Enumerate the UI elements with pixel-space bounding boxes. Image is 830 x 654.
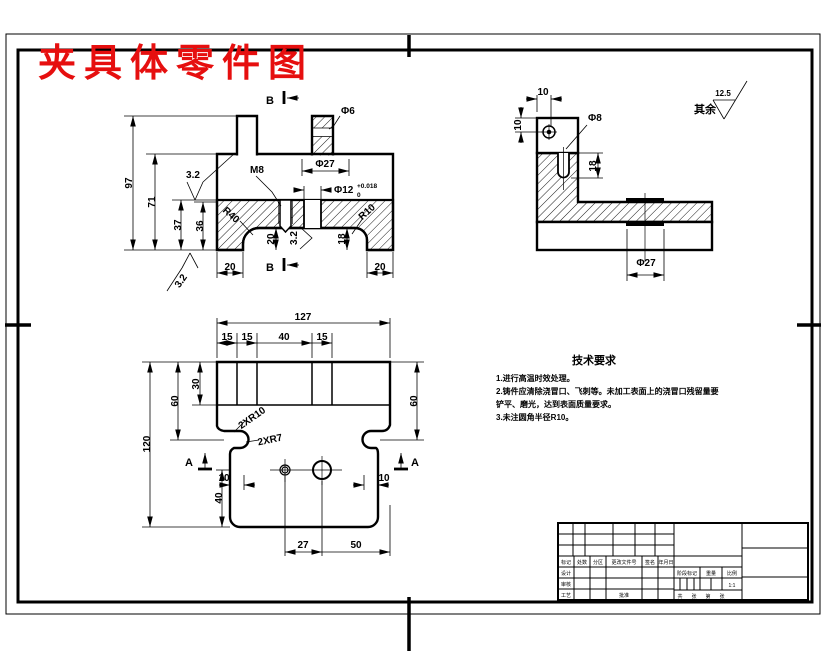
tb-row-design: 设计 [561,570,571,577]
roughness-bottom: 3.2 [166,252,199,292]
dim-10-left-side: 10 [513,119,524,131]
label-m8: M8 [250,165,264,176]
tb-header-zone: 分区 [593,559,603,566]
dim-phi27-side: Φ27 [636,258,656,269]
front-dims-left: 97 71 37 36 [124,115,237,251]
dim-97: 97 [124,177,135,189]
front-right-stud [310,114,335,156]
dim-phi12-tol-dn: 0 [357,192,361,199]
tb-header-changefile: 更改文件号 [611,559,636,566]
top-body-outline [215,360,392,529]
tb-sheet-total: 共 [677,593,682,600]
roughness-top-value: 3.2 [186,170,200,181]
tech-req-line-2: 2.铸件应清除浇冒口、飞刺等。未加工表面上的浇冒口残留量要 [496,386,719,396]
rest-label: 其余 [694,102,717,116]
tb-sheet-zhang2: 张 [719,593,724,600]
title-block: 标记 处数 分区 更改文件号 签名 年月日 设计 审核 工艺 批准 阶段标记 重… [557,522,809,601]
dim-37: 37 [173,219,184,231]
dim-127: 127 [295,312,312,323]
tb-scale-label: 比例 [727,570,737,577]
section-a-left-label: A [185,457,193,469]
dim-40: 40 [278,332,290,343]
dim-10-left-top: 10 [218,473,230,484]
dim-40-vert: 40 [214,492,225,504]
surface-finish-note: 其余 12.5 [694,80,748,120]
section-a-left: A [185,453,212,471]
tech-req-line-4: 3.未注圆角半径R10。 [496,412,573,422]
side-base [535,220,714,252]
dim-36: 36 [195,220,206,232]
label-2xr7: 2XR7 [257,432,284,448]
label-phi8: Φ8 [588,113,602,124]
dim-phi12-tol-up: +0.018 [357,183,377,190]
side-dims: 10 10 Φ8 18 Φ27 [513,87,665,281]
tb-sheet-no: 第 [705,593,710,600]
dim-27: 27 [297,540,309,551]
front-left-stud [235,114,259,156]
tb-sheet-zhang1: 张 [691,593,696,600]
tb-row-process: 工艺 [561,593,571,599]
roughness-bore-value: 3.2 [289,231,300,245]
dim-50: 50 [350,540,362,551]
top-dims-left: 30 60 120 [142,361,230,528]
dim-20-right: 20 [374,262,386,273]
top-view: 127 15 15 40 15 30 60 120 [142,312,424,556]
dim-15-3: 15 [316,332,328,343]
section-b-bottom-label: B [266,262,274,274]
tb-header-count: 处数 [577,559,587,566]
dim-phi12: Φ12 [334,185,354,196]
tech-req-line-1: 1.进行高温时效处理。 [496,373,575,383]
dim-60-right: 60 [409,395,420,407]
dim-20-left: 20 [224,262,236,273]
section-b-top-label: B [266,95,274,107]
dim-phi27: Φ27 [315,159,335,170]
top-dims-right: 60 [380,361,424,441]
roughness-bottom-value: 3.2 [173,272,190,290]
tb-header-date: 年月日 [658,559,673,566]
tb-header-mark: 标记 [561,559,571,566]
section-b-bottom: B [266,258,299,274]
side-top-box [535,116,580,155]
dim-18-side: 18 [588,160,599,172]
front-view: 3.2 3.2 3.2 B B [124,91,395,292]
section-a-right-label: A [411,457,419,469]
top-dims-top: 127 15 15 40 15 [216,312,391,358]
tb-weight-label: 重量 [706,570,716,577]
tb-header-signature: 签名 [645,559,655,566]
dim-20-groove: 20 [266,233,277,245]
front-phi12-bore [304,200,321,228]
tb-stage-label: 阶段标记 [677,570,697,577]
tech-req-line-3: 铲平、磨光，达到表面质量要求。 [496,399,616,409]
front-dims-feet: 20 20 [216,252,394,278]
dim-15-1: 15 [221,332,233,343]
page-title: 夹具体零件图 [38,43,314,85]
dim-10-right-top: 10 [378,473,390,484]
dim-71: 71 [147,196,158,208]
technical-requirements: 技术要求 1.进行高温时效处理。 2.铸件应清除浇冒口、飞刺等。未加工表面上的浇… [496,353,719,422]
tb-row-approve: 批准 [619,592,629,599]
front-phi6-hole [313,128,332,137]
tb-scale-value: 1:1 [729,583,736,589]
tb-row-check: 审核 [561,581,571,588]
rest-roughness-value: 12.5 [715,89,731,98]
roughness-top: 3.2 [186,152,236,201]
dim-60-left: 60 [170,395,181,407]
section-a-right: A [394,453,419,471]
top-dims-bottom: 40 27 50 [214,469,391,556]
section-b-top: B [266,91,299,107]
tech-req-title: 技术要求 [572,353,617,367]
dim-30: 30 [191,378,202,390]
roughness-bore: 3.2 [289,226,313,250]
sheet-borders [5,33,821,651]
dim-120: 120 [142,435,153,452]
dim-10-top: 10 [537,87,549,98]
front-m8-slot [279,199,292,234]
dim-18-front: 18 [337,233,348,245]
front-dims-inner: 20 18 [266,227,352,250]
front-dims-top: Φ27 Φ12 +0.018 0 [293,159,377,199]
label-phi6: Φ6 [341,106,355,117]
side-view: 10 10 Φ8 18 Φ27 其余 12.5 [513,80,748,281]
dim-15-2: 15 [241,332,253,343]
